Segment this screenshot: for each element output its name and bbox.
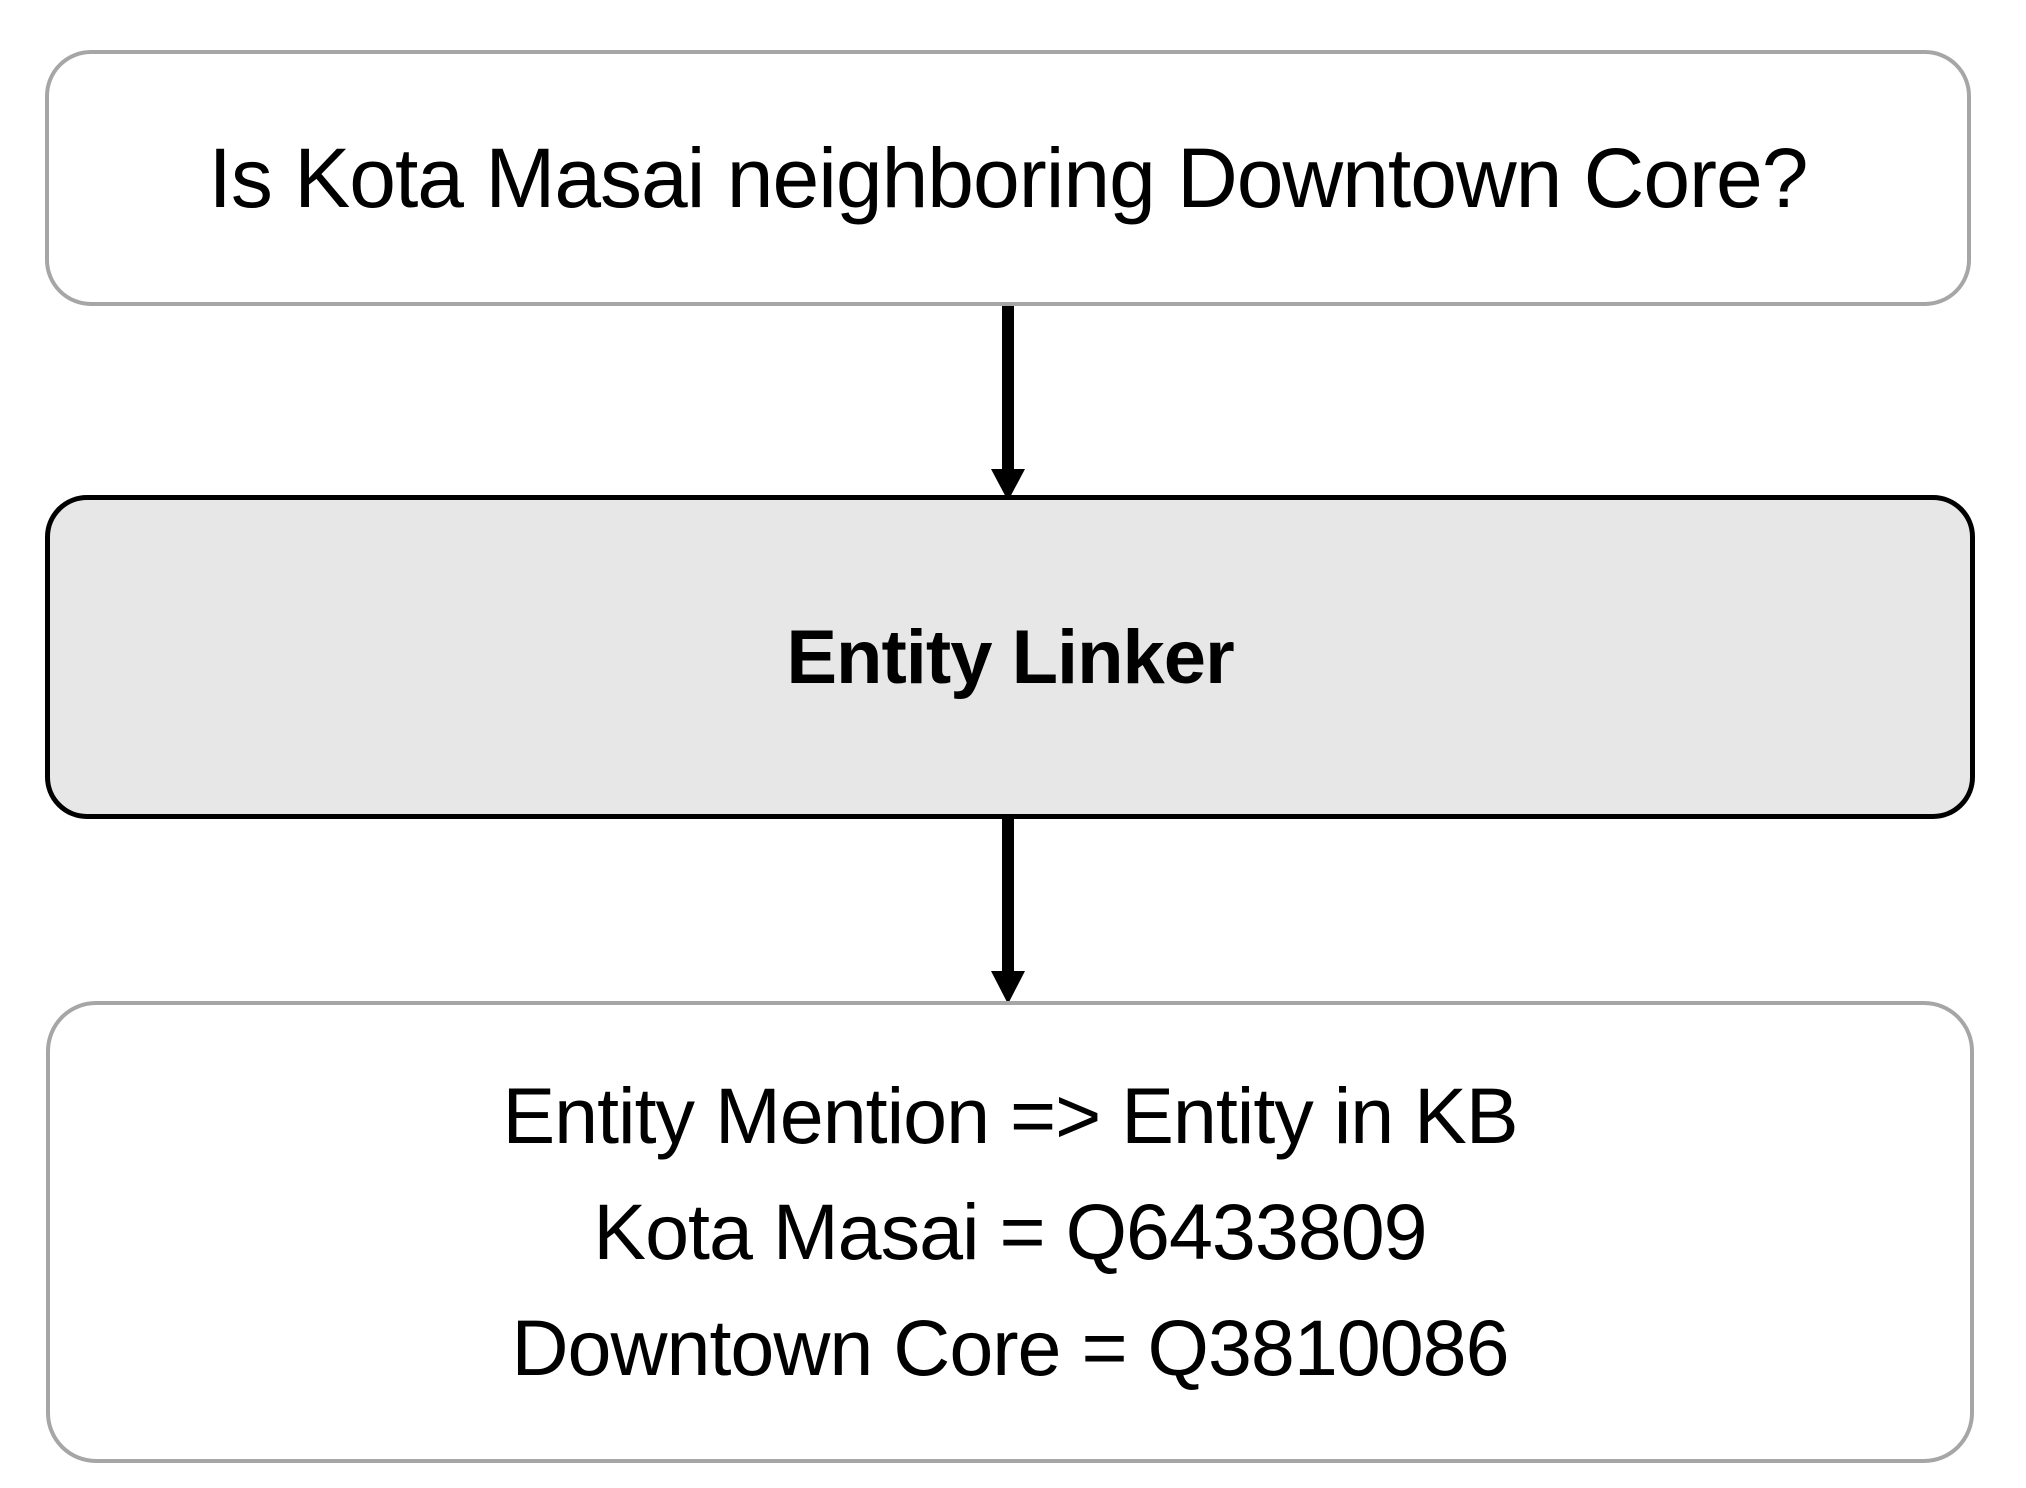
entity-linker-box: Entity Linker (45, 495, 1975, 819)
question-box: Is Kota Masai neighboring Downtown Core? (45, 50, 1971, 306)
entity-linker-label: Entity Linker (786, 614, 1234, 700)
result-line-mapping: Entity Mention => Entity in KB (502, 1071, 1518, 1160)
result-line-kota-masai: Kota Masai = Q6433809 (593, 1187, 1427, 1276)
down-arrow-icon (991, 818, 1025, 1004)
down-arrow-icon (991, 306, 1025, 501)
result-line-downtown-core: Downtown Core = Q3810086 (511, 1303, 1509, 1392)
question-text: Is Kota Masai neighboring Downtown Core? (208, 130, 1809, 225)
arrow-head (991, 971, 1025, 1004)
kb-result-box: Entity Mention => Entity in KB Kota Masa… (46, 1001, 1974, 1463)
